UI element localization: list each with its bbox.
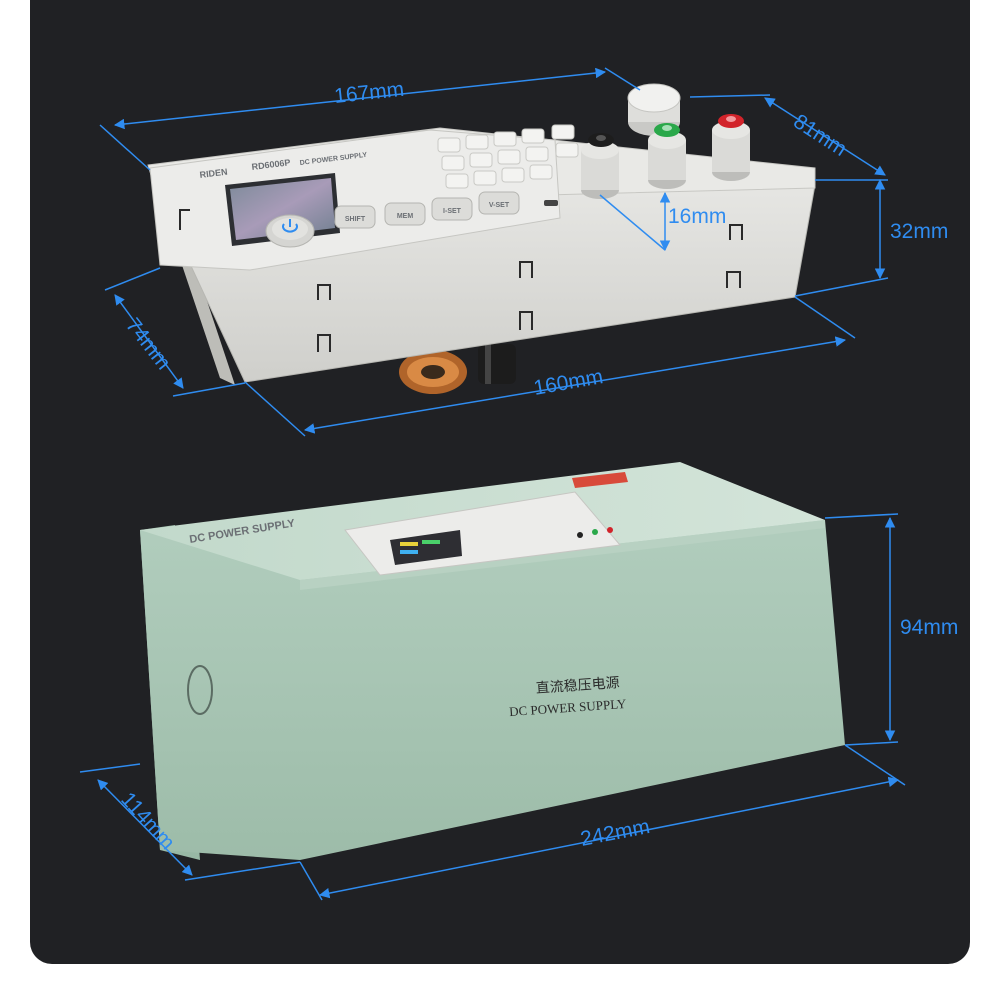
dimension-lines <box>79 67 906 901</box>
packaging-box: DC POWER SUPPLY 直流稳压电源 DC POWER SUPPLY <box>140 462 845 860</box>
dim-242mm: 242mm <box>579 815 652 851</box>
brand-label: RIDEN <box>199 167 228 180</box>
dim-160mm: 160mm <box>532 365 605 400</box>
mem-label: MEM <box>397 213 414 220</box>
power-icon <box>282 219 298 233</box>
mem-button[interactable] <box>384 202 426 226</box>
box-side-emblem <box>187 665 213 715</box>
black-terminal[interactable] <box>581 133 619 199</box>
keypad <box>437 124 579 189</box>
usb-port <box>544 200 558 206</box>
function-buttons: SHIFT MEM I-SET V-SET <box>334 191 520 229</box>
i-set-button[interactable] <box>431 197 473 221</box>
box-red-sticker <box>572 472 628 488</box>
green-terminal[interactable] <box>648 123 686 189</box>
dim-94mm: 94mm <box>900 616 958 639</box>
power-supply-module: SHIFT MEM I-SET V-SET RIDEN <box>147 83 816 394</box>
dim-74mm: 74mm <box>121 314 175 374</box>
red-terminal[interactable] <box>712 114 750 181</box>
dim-16mm: 16mm <box>668 205 726 228</box>
shift-label: SHIFT <box>345 216 366 223</box>
box-device-image <box>344 491 621 576</box>
dim-32mm: 32mm <box>890 220 948 243</box>
dim-81mm: 81mm <box>789 110 850 161</box>
shift-button[interactable] <box>334 205 376 229</box>
i-set-label: I-SET <box>443 208 462 215</box>
v-set-label: V-SET <box>489 202 510 209</box>
dim-167mm: 167mm <box>333 78 405 108</box>
encoder-knob[interactable] <box>627 83 681 136</box>
power-button[interactable] <box>265 214 315 248</box>
box-front-label-cn: 直流稳压电源 <box>535 674 620 697</box>
v-set-button[interactable] <box>478 191 520 215</box>
model-label: RD6006P <box>251 157 291 172</box>
